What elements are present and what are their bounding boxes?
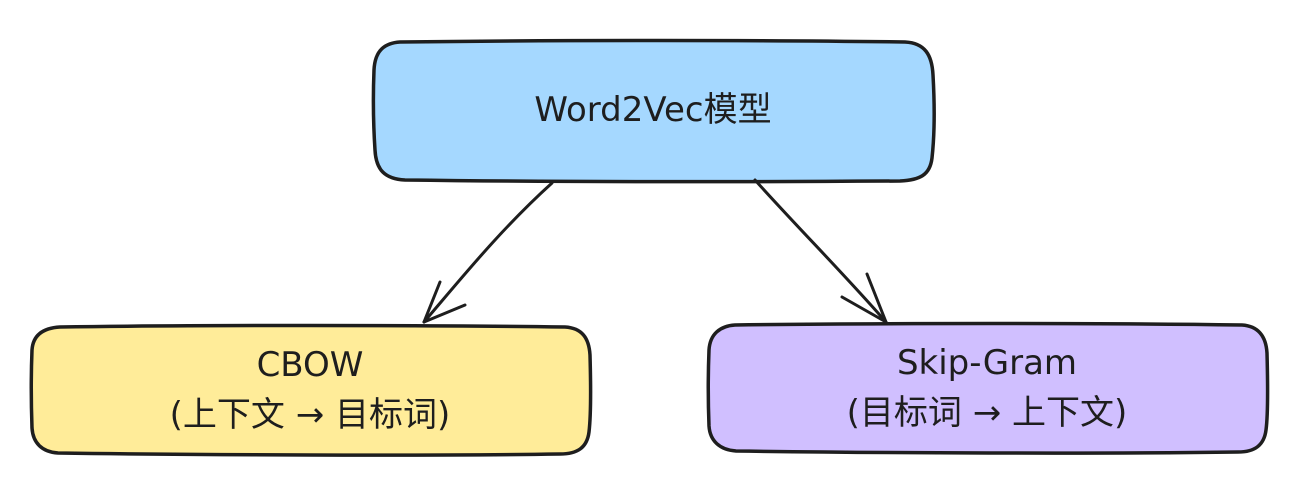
node-subtitle: (目标词 → 上下文) [846, 393, 1128, 433]
edge-root-to-cbow [422, 181, 554, 324]
node-word2vec: Word2Vec模型 [374, 40, 932, 180]
node-title: Skip-Gram [896, 343, 1078, 383]
node-cbow: CBOW (上下文 → 目标词) [32, 326, 588, 454]
root-node-box [371, 38, 936, 184]
skip-node-box [706, 321, 1270, 455]
edge-line [422, 181, 554, 324]
arrowhead-icon [840, 272, 888, 324]
edge-line [753, 178, 888, 324]
node-subtitle: (上下文 → 目标词) [169, 395, 451, 435]
arrowhead-icon [422, 280, 467, 324]
node-label: Word2Vec模型 [534, 90, 772, 130]
cbow-node-box [29, 323, 593, 457]
node-skip-gram: Skip-Gram (目标词 → 上下文) [708, 324, 1266, 452]
node-title: CBOW [256, 345, 364, 385]
edge-root-to-skip [753, 178, 888, 324]
